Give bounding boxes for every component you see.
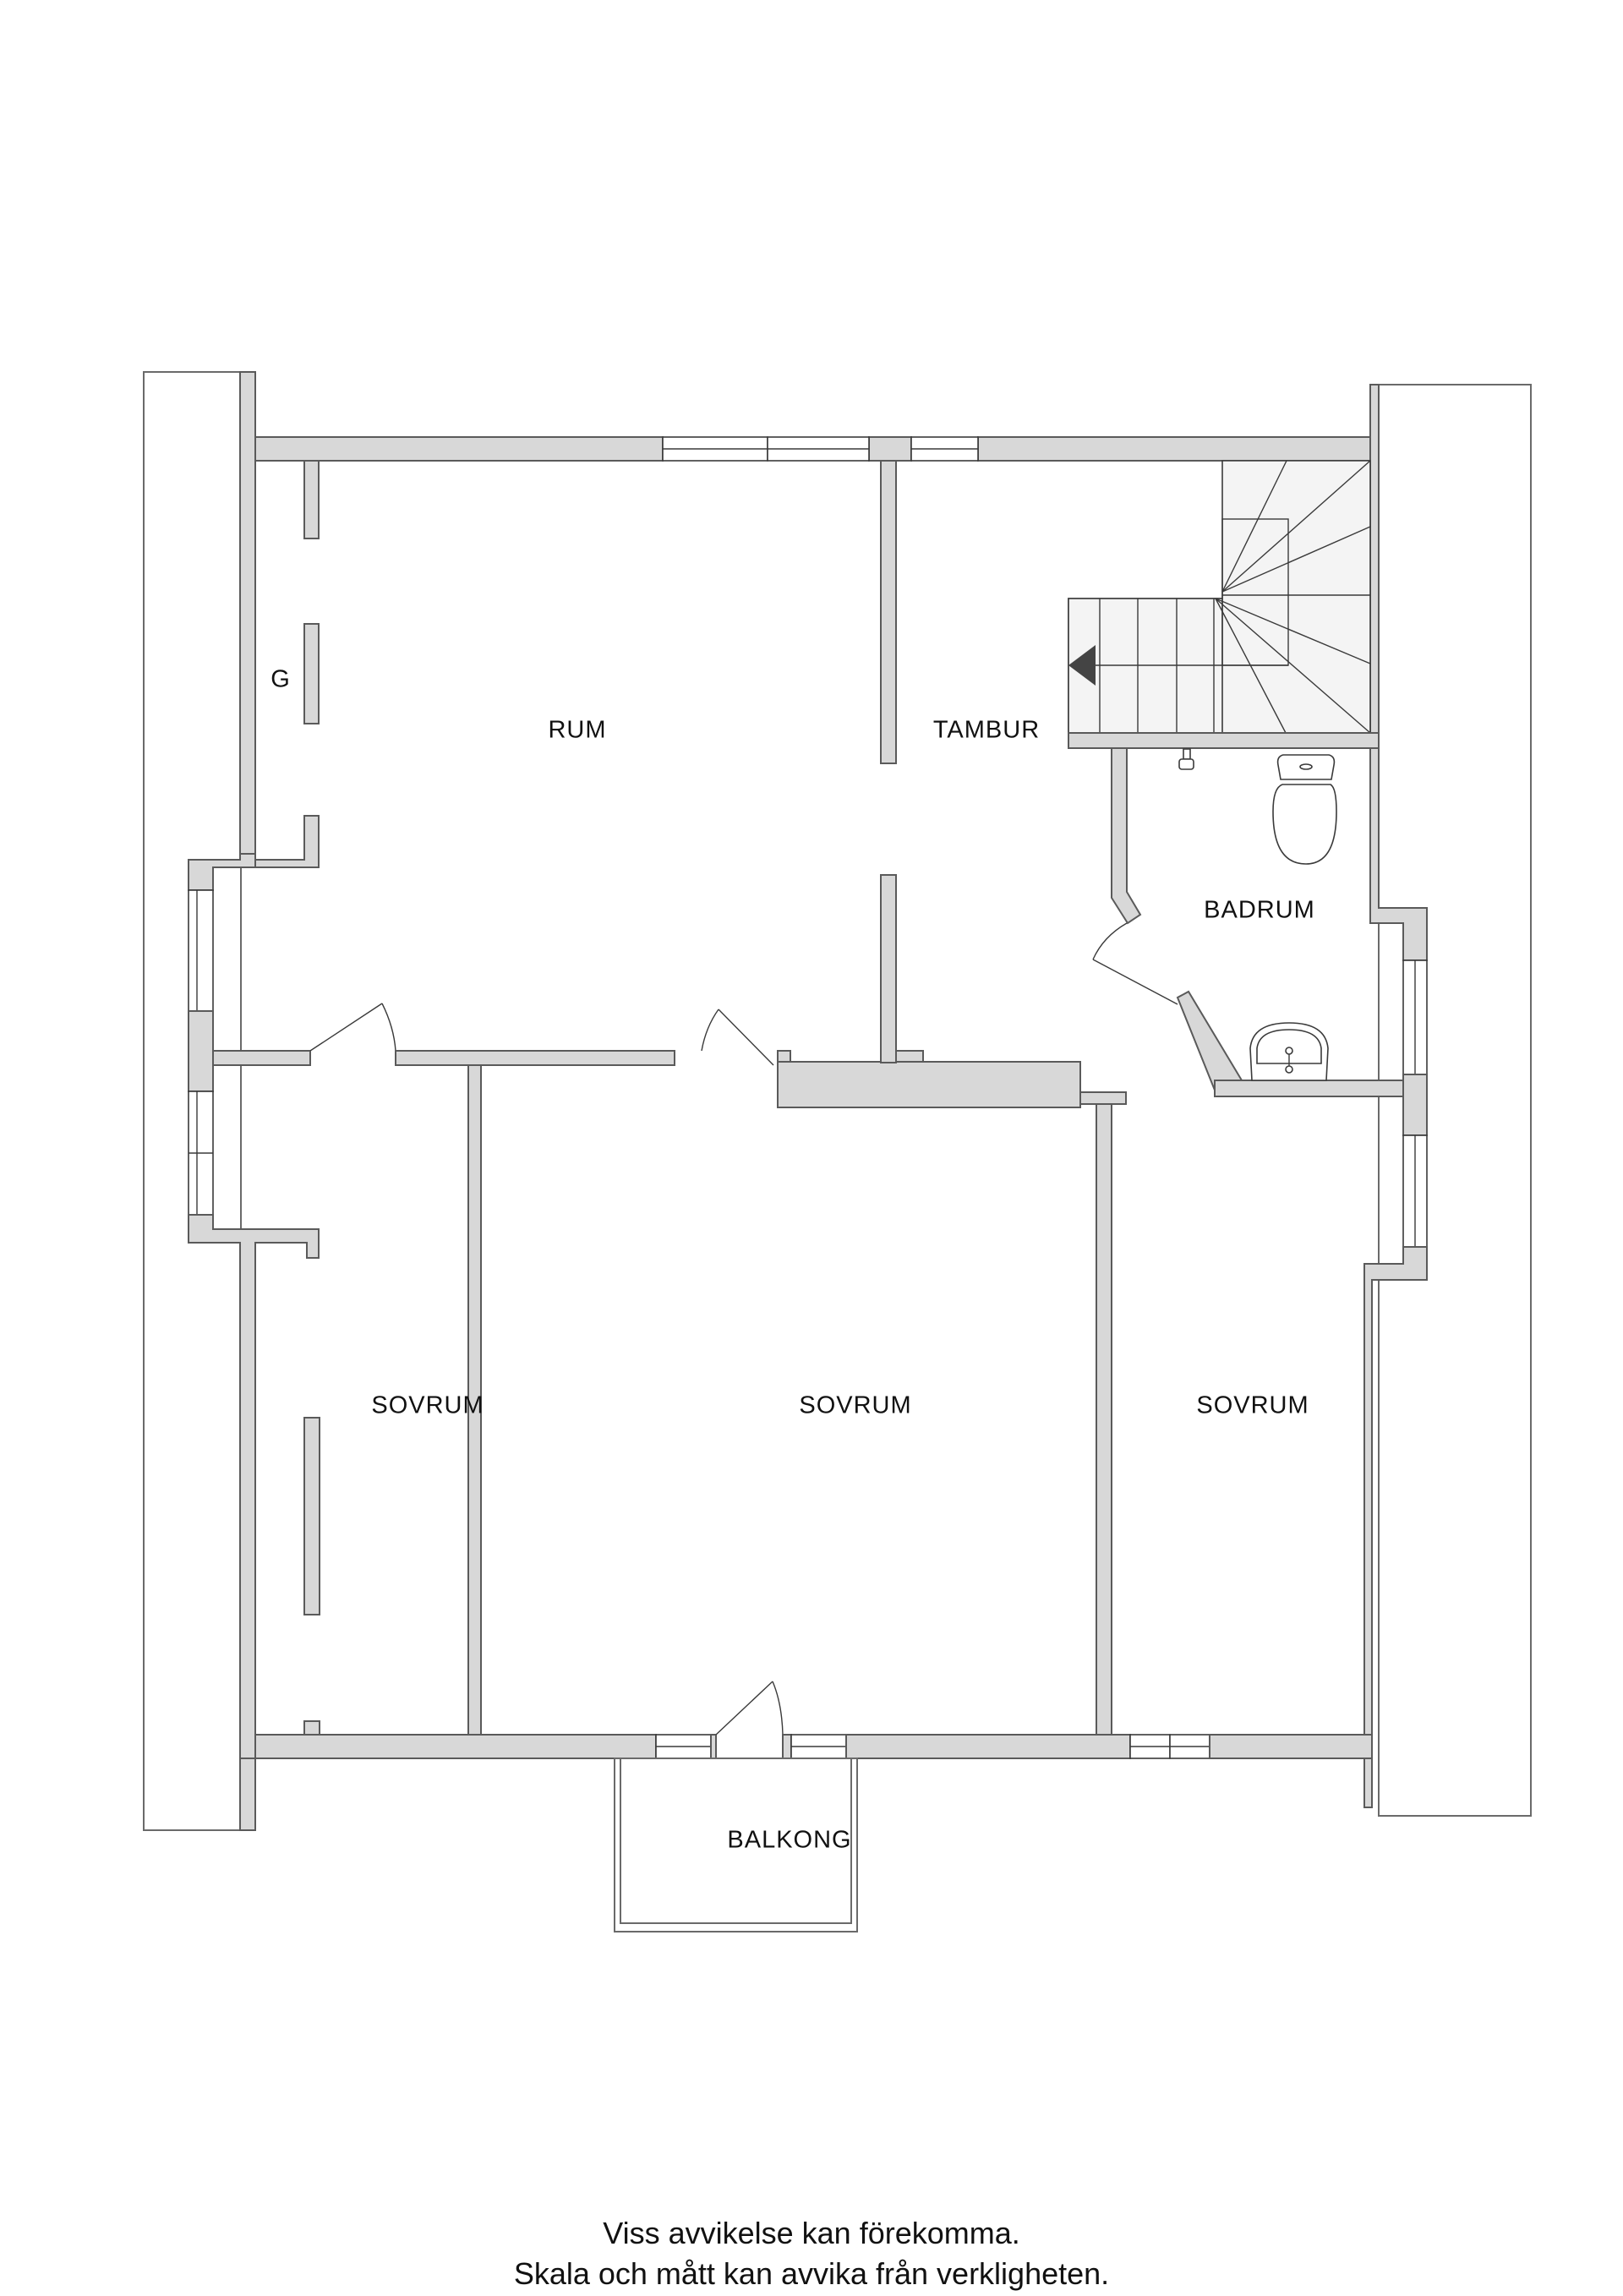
door-sovrum-middle <box>701 1009 774 1066</box>
wall-rum-tambur-lower <box>880 874 897 1063</box>
door-balkong <box>715 1681 784 1736</box>
door-jamb-left <box>710 1734 717 1759</box>
wall-top-left <box>254 436 664 462</box>
wardrobe-wall-2 <box>303 623 320 724</box>
door-sovrum-left <box>309 1003 396 1052</box>
shower-drain-icon <box>1178 748 1194 770</box>
wardrobe-wall-1 <box>303 460 320 539</box>
window-left-rum <box>188 889 214 1012</box>
wall-bottom-left <box>254 1734 657 1759</box>
room-label-badrum: BADRUM <box>1204 896 1315 924</box>
staircase <box>1068 460 1371 734</box>
sink-icon <box>1249 1022 1329 1081</box>
wall-bottom-right <box>1209 1734 1373 1759</box>
door-jamb-right <box>782 1734 792 1759</box>
wall-rum-sovrum-mid <box>395 1050 675 1066</box>
disclaimer: Viss avvikelse kan förekomma. Skala och … <box>0 2213 1623 2294</box>
room-label-sovrum-left: SOVRUM <box>371 1391 484 1419</box>
wall-top-right <box>977 436 1371 462</box>
door-badrum <box>1092 922 1178 1005</box>
right-eave-outline <box>1378 384 1532 1817</box>
wall-left-lower <box>239 1758 256 1831</box>
window-bottom-sovrum-middle-right <box>790 1734 847 1759</box>
wall-badrum-bottom <box>1214 1080 1422 1097</box>
wall-stair-bottom <box>1068 732 1380 749</box>
balcony <box>614 1758 858 1932</box>
wall-left-bay-lower <box>188 1214 320 1766</box>
window-bottom-sovrum-right <box>1129 1734 1210 1759</box>
wall-rum-fill <box>777 1061 1081 1108</box>
wall-right-bay-mid <box>1402 1074 1428 1136</box>
wall-badrum-left <box>1111 747 1142 925</box>
wardrobe-stub-sovrum-left <box>303 1720 320 1736</box>
closet-marker: G <box>270 665 291 693</box>
wardrobe-wall-3 <box>254 815 320 868</box>
room-label-sovrum-middle: SOVRUM <box>799 1391 912 1419</box>
wall-bottom-mid <box>845 1734 1131 1759</box>
toilet-icon <box>1272 754 1337 865</box>
wall-right-lower <box>1363 1758 1373 1808</box>
wall-left-top <box>239 371 256 861</box>
room-label-sovrum-right: SOVRUM <box>1196 1391 1309 1419</box>
wall-sovrum-middle-right <box>1096 1103 1112 1741</box>
window-sovrum-right-side <box>1402 1134 1428 1248</box>
room-label-tambur: TAMBUR <box>932 716 1041 744</box>
disclaimer-line-2: Skala och mått kan avvika från verklighe… <box>513 2256 1110 2291</box>
window-badrum <box>1402 959 1428 1075</box>
disclaimer-line-1: Viss avvikelse kan förekomma. <box>603 2216 1020 2250</box>
window-left-sovrum <box>188 1091 214 1216</box>
window-top-rum <box>662 436 870 462</box>
wall-left-bay-mid <box>188 1010 214 1092</box>
wall-rum-tambur-upper <box>880 460 897 764</box>
room-label-rum: RUM <box>548 716 607 744</box>
stair-direction-arrow-icon <box>1068 645 1096 686</box>
room-label-balkong: BALKONG <box>727 1826 852 1854</box>
wardrobe-wall-sovrum-left <box>303 1417 320 1615</box>
wall-top-mid <box>868 436 912 462</box>
window-bottom-sovrum-middle-left <box>655 1734 712 1759</box>
wall-badrum-angled <box>1176 990 1243 1093</box>
wall-rum-sovrum-left <box>212 1050 311 1066</box>
window-top-tambur <box>910 436 979 462</box>
